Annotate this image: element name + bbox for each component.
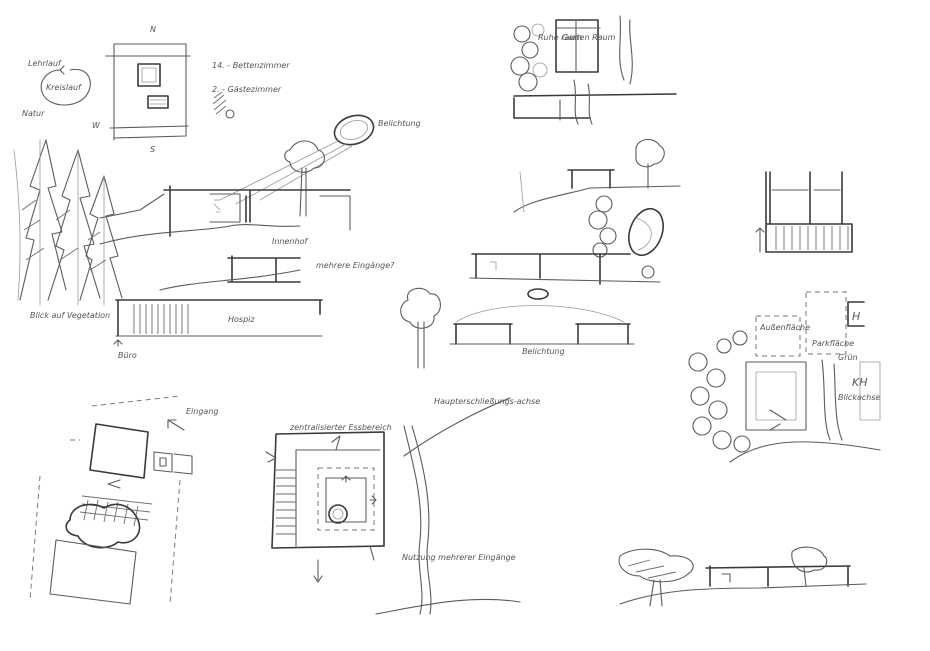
lighting-section-sketch: Belichtung bbox=[400, 287, 635, 369]
h-symbol: H bbox=[852, 310, 860, 323]
hospiz-label: Hospiz bbox=[228, 315, 255, 324]
blick-vegetation-label: Blick auf Vegetation bbox=[30, 311, 110, 320]
forest-section-sketch: Belichtung Innenhof mehrere Eingänge? Ho… bbox=[13, 114, 421, 360]
zentraler-essbereich-label: zentralisierter Essbereich bbox=[289, 423, 392, 432]
landscape-section-sketch bbox=[618, 546, 867, 607]
north-label: N bbox=[150, 25, 156, 34]
garten-raum-label: Garten Raum bbox=[562, 33, 616, 42]
cycle-diagram: Lehrlauf Kreislauf Natur bbox=[22, 59, 91, 118]
belichtung-label-2: Belichtung bbox=[522, 347, 565, 356]
haupterschliessung-label: Haupterschließungs-achse bbox=[434, 397, 540, 406]
west-label: W bbox=[92, 121, 101, 130]
rooms-line-1: 14. - Bettenzimmer bbox=[212, 61, 290, 70]
garden-room-sketch: Ruhe raum Garten Raum bbox=[510, 15, 677, 125]
ruhe-raum-label: Ruhe raum bbox=[538, 33, 582, 42]
room-count-notes: 14. - Bettenzimmer 2. - Gästezimmer bbox=[212, 61, 290, 119]
courtyard-plan-sketch: zentralisierter Essbereich Haupterschlie… bbox=[265, 397, 540, 615]
center-section-sketch bbox=[469, 138, 681, 285]
eingang-label: Eingang bbox=[186, 407, 218, 416]
lehrlauf-label: Lehrlauf bbox=[28, 59, 62, 68]
grun-label: Grün bbox=[838, 353, 858, 362]
natur-label: Natur bbox=[22, 109, 45, 118]
south-label: S bbox=[150, 145, 155, 154]
orientation-plan-sketch: N S W bbox=[92, 25, 191, 154]
nutzung-eingaenge-label: Nutzung mehrerer Eingänge bbox=[402, 553, 516, 562]
parkflaeche-label: Parkfläche bbox=[812, 339, 854, 348]
aussenflaeche-label: Außenfläche bbox=[759, 323, 810, 332]
facade-elevation-sketch bbox=[755, 171, 853, 253]
site-plan-sketch: Außenfläche Parkfläche H Grün KH Blickac… bbox=[688, 291, 881, 463]
blickachse-label: Blickachse bbox=[838, 393, 881, 402]
buero-label: Büro bbox=[118, 351, 137, 360]
entrance-plan-sketch: Eingang bbox=[29, 395, 218, 605]
innenhof-label: Innenhof bbox=[272, 237, 308, 246]
belichtung-label-1: Belichtung bbox=[378, 119, 421, 128]
mehrere-eingaenge-label: mehrere Eingänge? bbox=[316, 261, 395, 270]
kreislauf-label: Kreislauf bbox=[46, 83, 82, 92]
rooms-line-2: 2. - Gästezimmer bbox=[212, 85, 282, 94]
